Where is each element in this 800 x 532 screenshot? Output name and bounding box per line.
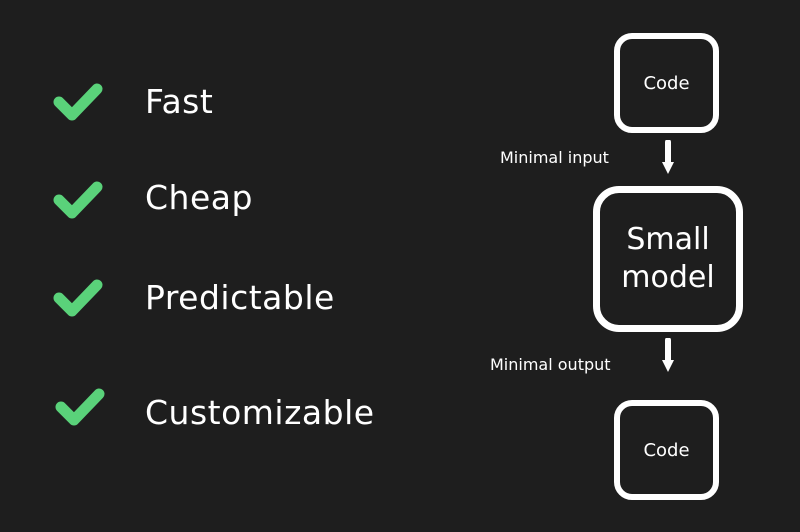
minimal-output-label: Minimal output: [490, 355, 611, 374]
minimal-input-label: Minimal input: [500, 148, 609, 167]
output-code-label: Code: [643, 439, 690, 461]
input-code-node: Code: [614, 33, 719, 133]
arrow-down-icon: [662, 338, 674, 372]
feature-fast: Fast: [145, 82, 214, 121]
arrow-down-icon: [662, 140, 674, 174]
model-label-line1: Small: [626, 222, 710, 257]
check-icon: [53, 83, 103, 121]
check-icon: [53, 181, 103, 219]
feature-predictable: Predictable: [145, 278, 335, 317]
feature-cheap: Cheap: [145, 178, 253, 217]
input-code-label: Code: [643, 72, 690, 94]
feature-customizable: Customizable: [145, 393, 375, 432]
check-icon: [55, 388, 105, 426]
output-code-node: Code: [614, 400, 719, 500]
check-icon: [53, 279, 103, 317]
model-label-line2: model: [621, 260, 715, 295]
